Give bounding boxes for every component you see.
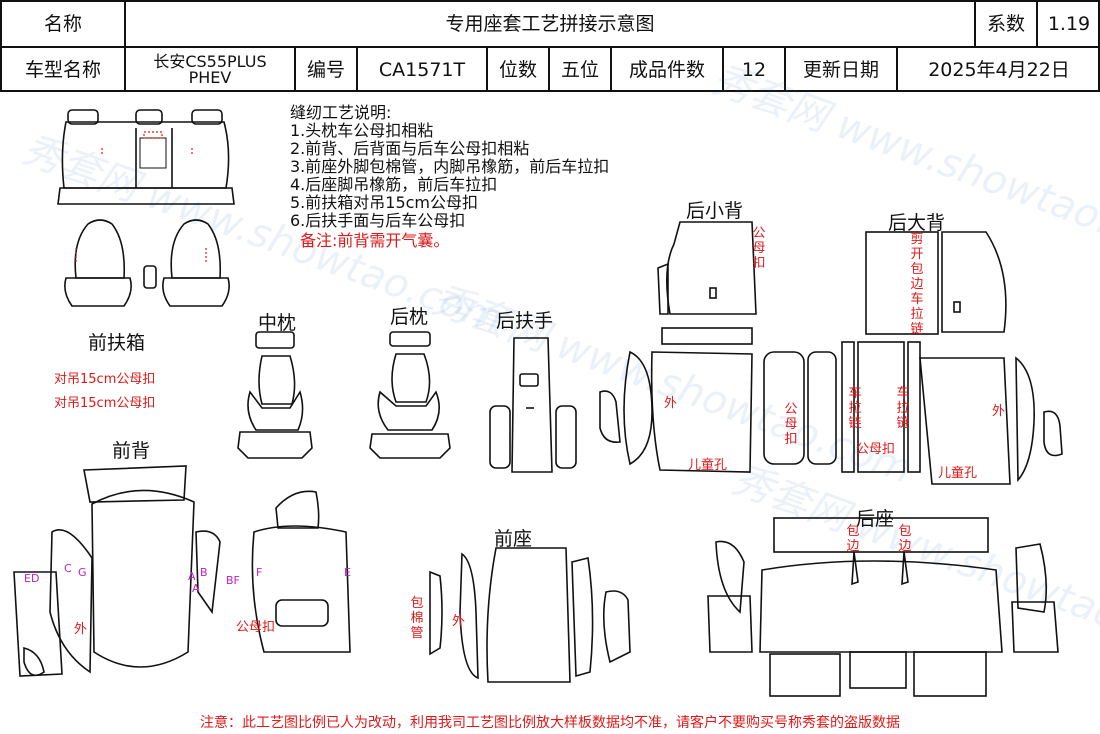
rear-seat-pieces (707, 517, 1059, 697)
annotation-outer: 外 (74, 622, 88, 637)
section-rear-armrest: 后扶手 (496, 310, 554, 332)
instruction-item: 2.前背、后背面与后车公母扣相粘 (290, 139, 530, 158)
rear-small-back-pieces (599, 221, 837, 473)
instruction-item: 3.前座外脚包棉管，内脚吊橡筋，前后车拉扣 (290, 157, 610, 176)
overview-rear-bench (57, 109, 235, 205)
pieces-value: 12 (724, 46, 786, 92)
pattern-pieces (13, 109, 1063, 697)
section-middle-pillow: 中枕 (258, 312, 297, 334)
section-front-armbox: 前扶箱 (88, 332, 146, 354)
mark-g: G (78, 566, 87, 579)
annotation-zip-right: 车拉链 (896, 386, 910, 431)
annotation-edge: 包边 (898, 524, 912, 554)
section-rear-small-back: 后小背 (686, 200, 744, 222)
annotation-outer: 外 (664, 396, 678, 411)
instructions-heading: 缝纫工艺说明: (290, 103, 392, 122)
coef-value: 1.19 (1047, 12, 1091, 35)
section-rear-seat: 后座 (856, 508, 895, 530)
model-label: 车型名称 (2, 46, 126, 92)
pattern-drawing: 秀套网 www.showtao.com 秀套网 www.showtao.com … (0, 56, 1100, 712)
rear-armrest-pieces (489, 337, 577, 473)
name-label: 名称 (2, 2, 126, 46)
mark-a: A (192, 582, 200, 595)
annotation-snap: 公母扣 (784, 402, 798, 447)
overview-front-seats (64, 219, 230, 307)
section-rear-big-back: 后大背 (888, 212, 946, 234)
seats-label: 位数 (488, 46, 550, 92)
mark-ed: ED (24, 572, 40, 585)
annotation-outer: 外 (452, 614, 466, 629)
mark-bf: BF (226, 574, 240, 587)
annotation-zip-left: 车拉链 (848, 386, 862, 431)
instruction-item: 1.头枕车公母扣相粘 (290, 121, 434, 140)
model-value: 长安CS55PLUS PHEV (126, 46, 296, 92)
annotation-small-back-snap: 公母扣 (752, 226, 766, 271)
instruction-item: 5.前扶箱对吊15cm公母扣 (290, 193, 479, 212)
code-value: CA1571T (358, 46, 488, 92)
instruction-remark: 备注:前背需开气囊。 (300, 231, 450, 250)
annotation-big-back-zip: 剪开包边车拉链 (910, 232, 924, 337)
seats-value: 五位 (550, 46, 612, 92)
rear-big-back-pieces (841, 231, 1063, 485)
annotation-edge: 包边 (846, 524, 860, 554)
code-label: 编号 (296, 46, 358, 92)
document-title: 专用座套工艺拼接示意图 (126, 2, 976, 46)
header-table: 名称 专用座套工艺拼接示意图 系数 1.19 车型名称 长安CS55PLUS P… (0, 0, 1100, 92)
date-value: 2025年4月22日 (898, 46, 1100, 92)
annotation-snap: 公母扣 (236, 620, 276, 635)
mark-c: C (64, 562, 72, 575)
mark-f: F (256, 566, 263, 579)
annotation-child-hole: 儿童孔 (938, 466, 978, 481)
annotation-snap: 公母扣 (856, 442, 896, 457)
annotation-armbox-2: 对吊15cm公母扣 (54, 396, 156, 411)
footer-warning: 注意：此工艺图比例已人为改动，利用我司工艺图比例放大样板数据均不准，请客户不要购… (200, 715, 900, 731)
annotation-child-hole: 儿童孔 (688, 458, 728, 473)
annotation-armbox-1: 对吊15cm公母扣 (54, 372, 156, 387)
annotation-outer: 外 (992, 404, 1006, 419)
section-rear-pillow: 后枕 (390, 306, 429, 328)
middle-pillow-pieces (237, 331, 313, 459)
coef-label: 系数 (976, 2, 1038, 46)
rear-pillow-pieces (369, 331, 451, 459)
mark-e: E (344, 566, 351, 579)
section-front-back: 前背 (112, 440, 151, 462)
instruction-item: 4.后座脚吊橡筋，前后车拉扣 (290, 175, 498, 194)
front-seat-pieces (429, 547, 631, 683)
date-label: 更新日期 (786, 46, 898, 92)
pieces-label: 成品件数 (612, 46, 724, 92)
section-front-seat: 前座 (494, 528, 533, 550)
front-back-pieces (13, 465, 351, 677)
annotation-tube: 包棉管 (410, 596, 424, 641)
instruction-item: 6.后扶手面与后车公母扣 (290, 211, 466, 230)
mark-b: B (200, 566, 208, 579)
mark-a: A (188, 570, 196, 583)
